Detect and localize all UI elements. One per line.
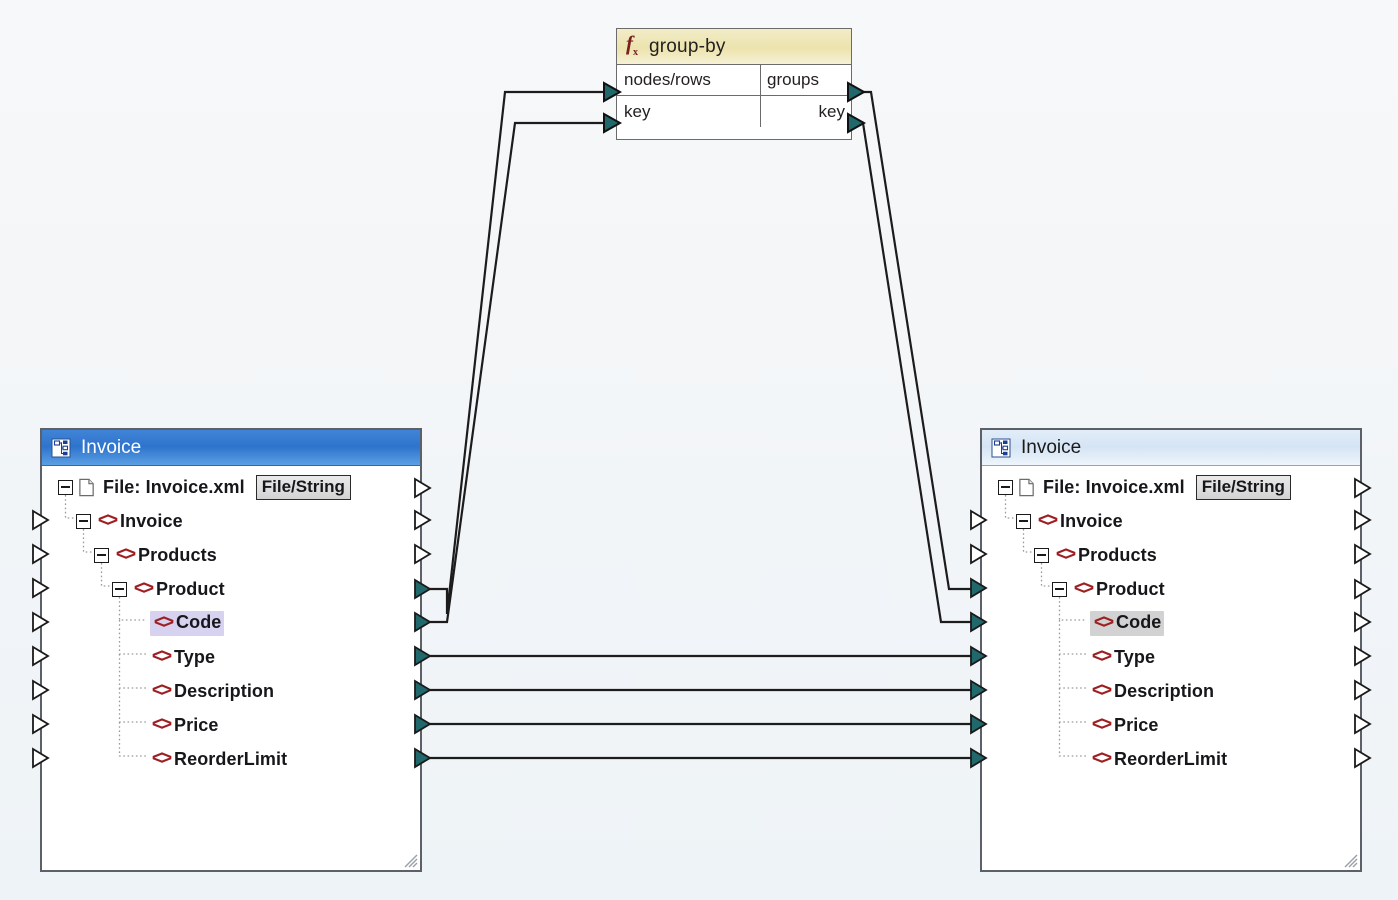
expander-icon-invoice[interactable] (1016, 513, 1031, 529)
function-input-nodes-rows[interactable]: nodes/rows (617, 65, 761, 95)
target-label-reorderlimit: ReorderLimit (1114, 748, 1228, 769)
source-row-reorderlimit[interactable]: <> ReorderLimit (42, 742, 420, 776)
file-icon (1019, 478, 1034, 496)
function-output-key[interactable]: key (818, 101, 845, 121)
source-row-invoice[interactable]: <> Invoice (42, 504, 420, 538)
source-label-reorderlimit: ReorderLimit (174, 748, 288, 769)
source-label-code: Code (176, 612, 222, 632)
source-label-product: Product (156, 578, 225, 599)
source-row-type[interactable]: <> Type (42, 640, 420, 674)
file-icon (79, 478, 94, 496)
expander-icon-file[interactable] (998, 479, 1013, 495)
expander-icon-product[interactable] (112, 581, 127, 597)
xml-schema-icon (51, 438, 71, 457)
target-row-code[interactable]: <> Code (982, 606, 1360, 640)
target-file-label: File: Invoice.xml (1043, 476, 1185, 497)
target-label-products: Products (1078, 544, 1157, 565)
source-row-product[interactable]: <> Product (42, 572, 420, 606)
source-tree[interactable]: File: Invoice.xml File/String <> Invoice… (42, 466, 420, 776)
target-label-type: Type (1114, 646, 1156, 667)
source-code-highlight[interactable]: <> Code (150, 610, 225, 636)
source-label-type: Type (174, 646, 216, 667)
fx-icon: fx (626, 30, 638, 59)
target-label-invoice: Invoice (1060, 510, 1123, 531)
target-label-description: Description (1114, 680, 1215, 701)
target-row-price[interactable]: <> Price (982, 708, 1360, 742)
element-icon: <> (1091, 646, 1112, 667)
function-row-2: key key (617, 96, 851, 127)
element-icon: <> (151, 714, 172, 735)
element-icon: <> (1073, 578, 1094, 599)
source-row-price[interactable]: <> Price (42, 708, 420, 742)
element-icon: <> (1091, 748, 1112, 769)
element-icon: <> (115, 544, 136, 565)
element-icon: <> (151, 646, 172, 667)
target-panel[interactable]: Invoice File: Invoice.xml File/String <>… (980, 428, 1362, 872)
target-file-string-button[interactable]: File/String (1195, 474, 1291, 500)
source-panel[interactable]: Invoice File: Invoice.xml File/String <>… (40, 428, 422, 872)
target-code-highlight[interactable]: <> Code (1090, 610, 1165, 636)
expander-icon-products[interactable] (1034, 547, 1049, 563)
expander-icon-file[interactable] (58, 479, 73, 495)
source-file-label: File: Invoice.xml (103, 476, 245, 497)
source-panel-titlebar[interactable]: Invoice (42, 430, 420, 466)
target-row-product[interactable]: <> Product (982, 572, 1360, 606)
source-row-file[interactable]: File: Invoice.xml File/String (42, 470, 420, 504)
source-resize-grip[interactable] (404, 854, 418, 868)
expander-icon-products[interactable] (94, 547, 109, 563)
target-row-reorderlimit[interactable]: <> ReorderLimit (982, 742, 1360, 776)
element-icon: <> (1055, 544, 1076, 565)
element-icon: <> (153, 611, 174, 633)
wire-groups-to-product (852, 90, 978, 591)
source-label-invoice: Invoice (120, 510, 183, 531)
expander-icon-invoice[interactable] (76, 513, 91, 529)
target-label-product: Product (1096, 578, 1165, 599)
function-input-key[interactable]: key (617, 96, 761, 127)
source-label-description: Description (174, 680, 275, 701)
element-icon: <> (1091, 680, 1112, 701)
function-block-group-by[interactable]: fx group-by nodes/rows groups key key (616, 28, 852, 140)
element-icon: <> (133, 578, 154, 599)
function-name: group-by (649, 35, 726, 57)
function-header[interactable]: fx group-by (617, 29, 851, 65)
target-panel-title: Invoice (1021, 436, 1082, 458)
function-output-groups[interactable]: groups (767, 70, 819, 89)
element-icon: <> (151, 680, 172, 701)
wire-product-to-nodesrows (424, 90, 612, 615)
source-row-products[interactable]: <> Products (42, 538, 420, 572)
target-label-price: Price (1114, 714, 1159, 735)
source-panel-title: Invoice (81, 436, 142, 458)
source-file-string-button[interactable]: File/String (255, 474, 351, 500)
source-label-products: Products (138, 544, 217, 565)
source-row-code[interactable]: <> Code (42, 606, 420, 640)
function-row-1: nodes/rows groups (617, 65, 851, 96)
wire-code-to-key (424, 121, 612, 624)
target-label-code: Code (1116, 612, 1162, 632)
target-row-invoice[interactable]: <> Invoice (982, 504, 1360, 538)
element-icon: <> (97, 510, 118, 531)
expander-icon-product[interactable] (1052, 581, 1067, 597)
source-row-description[interactable]: <> Description (42, 674, 420, 708)
element-icon: <> (1091, 714, 1112, 735)
target-tree[interactable]: File: Invoice.xml File/String <> Invoice… (982, 466, 1360, 776)
target-row-products[interactable]: <> Products (982, 538, 1360, 572)
element-icon: <> (1037, 510, 1058, 531)
source-label-price: Price (174, 714, 219, 735)
element-icon: <> (1093, 611, 1114, 633)
target-panel-titlebar[interactable]: Invoice (982, 430, 1360, 466)
target-row-description[interactable]: <> Description (982, 674, 1360, 708)
element-icon: <> (151, 748, 172, 769)
target-resize-grip[interactable] (1344, 854, 1358, 868)
target-row-type[interactable]: <> Type (982, 640, 1360, 674)
target-row-file[interactable]: File: Invoice.xml File/String (982, 470, 1360, 504)
wire-key-to-code (852, 121, 978, 624)
xml-schema-icon (991, 438, 1011, 457)
